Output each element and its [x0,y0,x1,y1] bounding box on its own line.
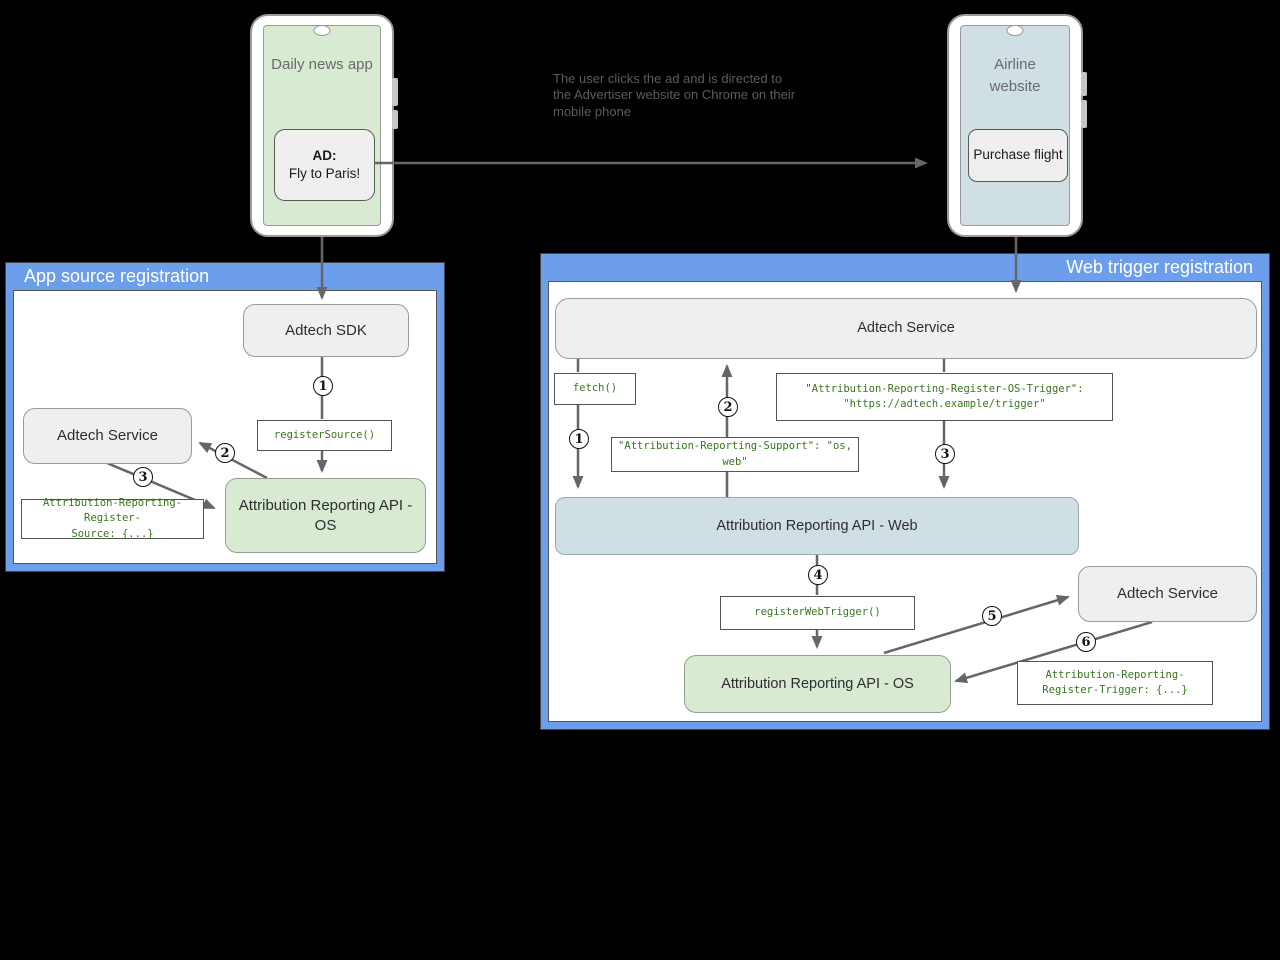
step-3-badge-right: 3 [935,444,955,464]
os-trigger-header-box: "Attribution-Reporting-Register-OS-Trigg… [776,373,1113,421]
phone-volume-button [392,78,398,106]
phone-daily-news-app: Daily news app AD: Fly to Paris! [250,14,398,237]
adtech-service-box-right: Adtech Service [1078,566,1257,622]
os-trigger-header-line2: "https://adtech.example/trigger" [843,398,1046,410]
phone-power-button [392,110,398,129]
step-2-badge-left: 2 [215,443,235,463]
adtech-service-box-top: Adtech Service [555,298,1257,359]
adtech-sdk-box: Adtech SDK [243,304,409,357]
support-header-box: "Attribution-Reporting-Support": "os, we… [611,437,859,472]
register-trigger-header-line2: Register-Trigger: {...} [1042,684,1188,696]
attribution-api-os-label: Attribution Reporting API - OS [238,497,413,534]
camera-dot [1006,25,1024,36]
register-source-header-line1: Attribution-Reporting-Register- [42,497,183,525]
ad-text: Fly to Paris! [288,166,361,181]
register-source-code: registerSource() [273,428,376,441]
attribution-api-web-label: Attribution Reporting API - Web [716,517,918,534]
os-trigger-header-line1: "Attribution-Reporting-Register-OS-Trigg… [805,382,1084,395]
phone-power-button [1081,100,1087,128]
purchase-flight-button[interactable]: Purchase flight [968,129,1068,182]
attribution-api-os-right-label: Attribution Reporting API - OS [721,675,914,692]
register-web-trigger-code: registerWebTrigger() [754,606,881,619]
user-click-note: The user clicks the ad and is directed t… [553,71,796,119]
daily-news-title: Daily news app [271,56,373,73]
airline-title: Airline website [989,56,1041,95]
adtech-service-label: Adtech Service [57,427,158,445]
ad-box[interactable]: AD: Fly to Paris! [274,129,375,201]
camera-dot [313,25,331,36]
phone-airline-website: Airline website Purchase flight [947,14,1087,237]
fetch-code: fetch() [572,382,618,395]
register-source-header-box: Attribution-Reporting-Register- Source: … [21,497,204,540]
step-1-badge-left: 1 [313,376,333,396]
phone-volume-button [1081,72,1087,96]
ad-heading: AD: [312,147,337,163]
attribution-api-web-box: Attribution Reporting API - Web [555,497,1079,555]
web-trigger-registration-title: Web trigger registration [1066,257,1253,277]
register-web-trigger-code-box: registerWebTrigger() [720,596,915,630]
airline-screen: Airline website Purchase flight [960,25,1070,226]
step-2-badge-right: 2 [718,397,738,417]
attribution-api-os-box-left: Attribution Reporting API - OS [225,478,426,553]
app-source-registration-title: App source registration [24,266,210,286]
adtech-service-box-left: Adtech Service [23,408,192,464]
register-source-header-line2: Source: {...} [71,527,154,540]
fetch-code-box: fetch() [554,373,636,405]
adtech-service-top-label: Adtech Service [857,320,955,337]
attribution-api-os-box-right: Attribution Reporting API - OS [684,655,951,713]
register-trigger-header-box: Attribution-Reporting- Register-Trigger:… [1017,661,1213,705]
step-1-badge-right: 1 [569,429,589,449]
step-4-badge-right: 4 [808,565,828,585]
adtech-sdk-label: Adtech SDK [285,321,367,339]
register-source-code-box: registerSource() [257,420,392,451]
register-trigger-header-line1: Attribution-Reporting- [1045,668,1185,681]
support-header-code: "Attribution-Reporting-Support": "os, we… [618,440,852,468]
purchase-flight-label: Purchase flight [973,147,1063,163]
step-6-badge-right: 6 [1076,632,1096,652]
daily-news-screen: Daily news app AD: Fly to Paris! [263,25,381,226]
step-3-badge-left: 3 [133,467,153,487]
step-5-badge-right: 5 [982,606,1002,626]
adtech-service-right-label: Adtech Service [1117,585,1218,603]
